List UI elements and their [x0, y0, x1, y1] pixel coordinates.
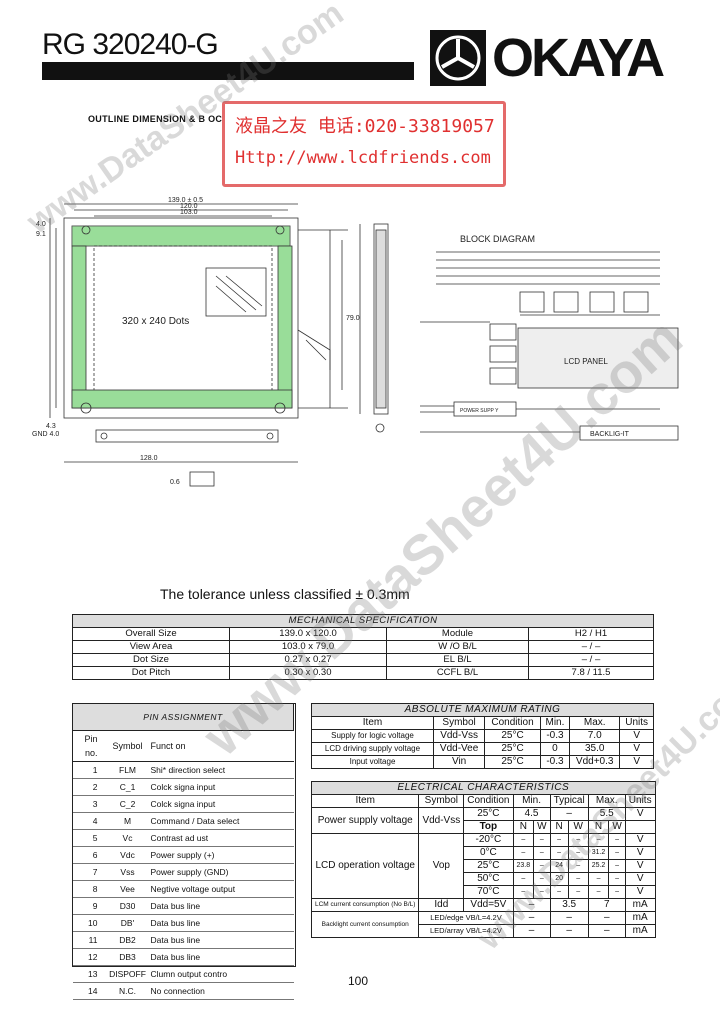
dim-gnd-offset: GND 4.0 [32, 431, 59, 438]
table-row: 70°C––––––V [312, 885, 656, 899]
table-row: 0°C––––31.2–V [312, 846, 656, 860]
block-diagram-title: BLOCK DIAGRAM [460, 234, 535, 244]
okaya-logo-mark-icon [430, 30, 486, 86]
table-row: Backlight current consumption LED/edge V… [310, 911, 656, 938]
mech-title: MECHANICAL SPECIFICATION [72, 614, 654, 628]
abs-title: ABSOLUTE MAXIMUM RATING [311, 703, 654, 717]
page-title: RG 320240-G [42, 28, 219, 61]
dots-label: 320 x 240 Dots [122, 316, 189, 327]
dim-connector: 0.6 [170, 479, 180, 486]
outline-title: OUTLINE DIMENSION & B OCK DIAGRAM [88, 114, 277, 124]
backlight-label: BACKLIG-IT [590, 431, 630, 438]
dim-view-width: 103.0 [180, 209, 198, 216]
dim-view-height: 79.0 [346, 315, 360, 322]
page-number: 100 [348, 974, 369, 988]
dim-overall-width: 139.0 ± 0.5 [168, 197, 203, 204]
distributor-stamp: 液晶之友 电话:020-33819057 Http://www.lcdfrien… [222, 101, 506, 187]
okaya-logo-word: OKAYA [492, 28, 665, 88]
power-supply-label: POWER SUPP Y [460, 408, 499, 414]
technical-drawing: 139.0 ± 0.5 120.0 103.0 4.0 9.1 79.0 128… [32, 197, 679, 487]
dim-top-offset: 4.0 [36, 221, 46, 228]
dim-bottom-offset: 4.3 [46, 423, 56, 430]
dim-outer-width: 120.0 [180, 203, 198, 210]
stamp-line-2: Http://www.lcdfriends.com [235, 148, 491, 168]
table-row: LED/array VB/L=4.2V –––mA [312, 924, 656, 938]
dim-bottom-width: 128.0 [140, 455, 158, 462]
elec-title: ELECTRICAL CHARACTERISTICS [311, 781, 656, 795]
tolerance-note: The tolerance unless classified ± 0.3mm [160, 586, 410, 602]
okaya-logo: OKAYA [430, 28, 674, 88]
dim-top-offset-2: 9.1 [36, 231, 46, 238]
stamp-line-1: 液晶之友 电话:020-33819057 [235, 116, 495, 137]
lcd-panel-label: LCD PANEL [564, 357, 608, 366]
title-bar [42, 62, 414, 80]
pin-title: PIN ASSIGNMENT [72, 703, 294, 731]
